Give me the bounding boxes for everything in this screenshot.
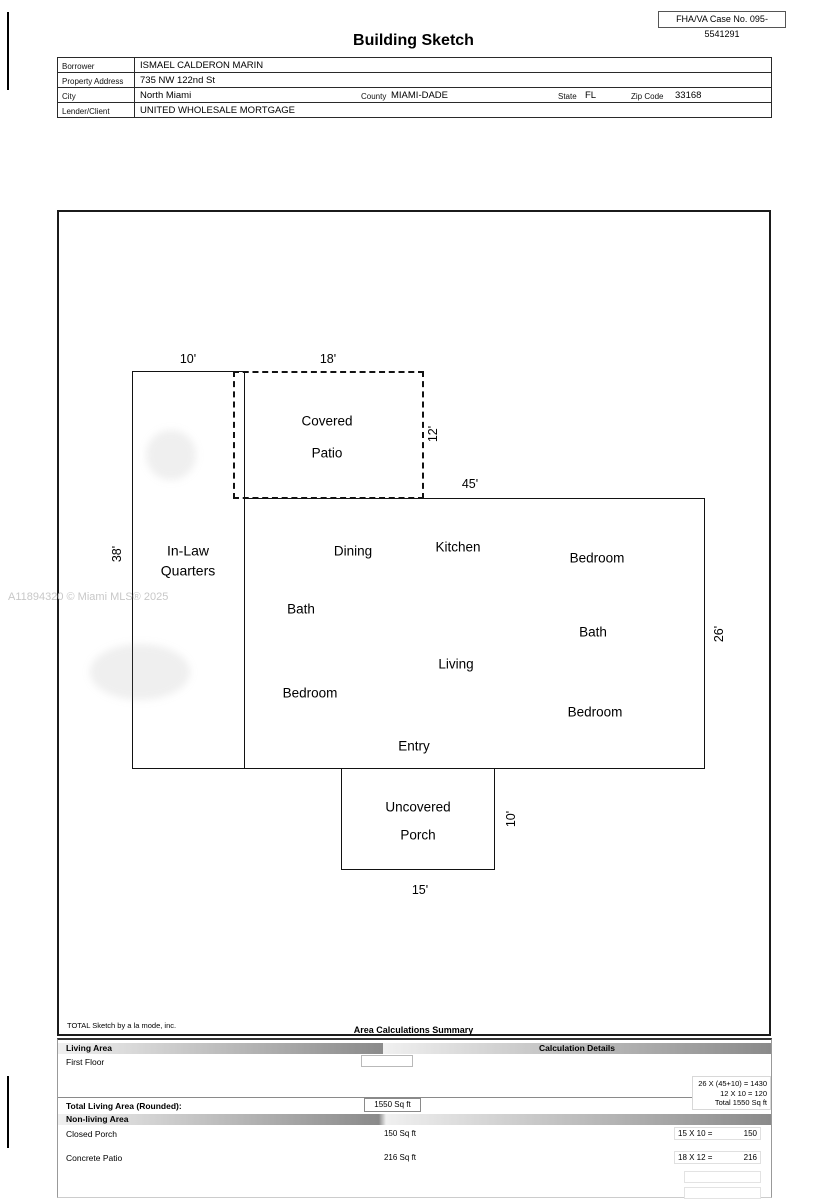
concrete-patio-area: 216 Sq ft <box>383 1153 417 1162</box>
total-living-area-label: Total Living Area (Rounded): <box>66 1101 182 1111</box>
calculation-details-header: Calculation Details <box>383 1043 771 1054</box>
zip-label: Zip Code <box>631 92 664 101</box>
patio-width-dimension: 18' <box>319 352 337 366</box>
address-label: Property Address <box>62 77 124 86</box>
room-label-kitchen: Kitchen <box>435 539 481 555</box>
concrete-patio-formula: 18 X 12 = <box>678 1153 713 1162</box>
floor-plan-sketch: 10' 38' 18' 12' 45' 26' 10' 15' In-Law Q… <box>57 210 771 1036</box>
scan-artifact-top <box>7 12 9 90</box>
empty-calc-field <box>684 1171 761 1183</box>
room-label-bath-2: Bath <box>579 624 607 640</box>
living-area-header: Living Area <box>58 1043 383 1054</box>
lender-value: UNITED WHOLESALE MORTGAGE <box>140 105 296 116</box>
uncovered-porch-label: Uncovered Porch <box>385 799 451 843</box>
total-row-divider <box>58 1097 771 1098</box>
calc-line-2: 12 X 10 = 120 <box>720 1088 767 1098</box>
main-width-dimension: 45' <box>461 477 479 491</box>
calc-line-1: 26 X (45+10) = 1430 <box>698 1079 767 1088</box>
sketch-software-credit: TOTAL Sketch by a la mode, inc. <box>67 1021 177 1030</box>
room-label-bedroom-2: Bedroom <box>282 685 338 701</box>
address-value: 735 NW 122nd St <box>140 75 215 86</box>
address-row: Property Address 735 NW 122nd St <box>58 73 771 88</box>
patio-height-dimension: 12' <box>426 425 440 443</box>
county-value: MIAMI-DADE <box>391 90 448 101</box>
room-label-living: Living <box>438 656 474 672</box>
state-label: State <box>558 92 577 101</box>
scan-artifact-bottom <box>7 1076 9 1148</box>
closed-porch-label: Closed Porch <box>66 1129 118 1139</box>
city-value: North Miami <box>140 90 192 101</box>
room-label-bedroom-1: Bedroom <box>569 550 625 566</box>
inlaw-width-dimension: 10' <box>179 352 197 366</box>
covered-patio-label: Covered Patio <box>301 413 353 461</box>
porch-width-dimension: 15' <box>411 883 429 897</box>
concrete-patio-label: Concrete Patio <box>66 1153 123 1163</box>
closed-porch-calc: 15 X 10 = 150 <box>674 1127 761 1140</box>
watermark-blob <box>146 430 196 480</box>
nonliving-area-header: Non-living Area <box>58 1114 771 1125</box>
lender-label: Lender/Client <box>62 107 110 116</box>
closed-porch-area: 150 Sq ft <box>383 1129 417 1138</box>
closed-porch-formula: 15 X 10 = <box>678 1129 713 1138</box>
first-floor-calc-details: 26 X (45+10) = 1430 12 X 10 = 120 Total … <box>692 1076 771 1110</box>
borrower-row: Borrower ISMAEL CALDERON MARIN <box>58 58 771 73</box>
state-value: FL <box>585 90 597 101</box>
lender-row: Lender/Client UNITED WHOLESALE MORTGAGE <box>58 103 771 118</box>
first-floor-label: First Floor <box>66 1057 105 1067</box>
room-label-dining: Dining <box>333 543 373 559</box>
area-calculations-summary-title: Area Calculations Summary <box>353 1025 474 1035</box>
area-calculations-table: Living Area Calculation Details First Fl… <box>57 1038 772 1199</box>
room-label-bath-1: Bath <box>287 601 315 617</box>
zip-value: 33168 <box>675 90 702 101</box>
property-info-table: Borrower ISMAEL CALDERON MARIN Property … <box>57 57 772 118</box>
room-label-bedroom-3: Bedroom <box>567 704 623 720</box>
closed-porch-result: 150 <box>743 1129 757 1138</box>
empty-calc-field <box>684 1187 761 1199</box>
mls-watermark-text: A11894320 © Miami MLS® 2025 <box>8 591 169 603</box>
main-height-dimension: 26' <box>712 625 726 643</box>
city-label: City <box>62 92 76 101</box>
watermark-blob <box>90 644 190 700</box>
first-floor-area-field <box>361 1055 413 1067</box>
borrower-value: ISMAEL CALDERON MARIN <box>140 60 264 71</box>
borrower-label: Borrower <box>62 62 95 71</box>
calc-line-3: Total 1550 Sq ft <box>714 1098 767 1107</box>
city-county-row: City North Miami County MIAMI-DADE State… <box>58 88 771 103</box>
page-title: Building Sketch <box>353 32 474 49</box>
inlaw-height-dimension: 38' <box>110 545 124 563</box>
porch-outline <box>341 768 495 870</box>
concrete-patio-result: 216 <box>743 1153 757 1162</box>
fha-case-number: FHA/VA Case No. 095-5541291 <box>658 11 786 39</box>
total-living-area-value: 1550 Sq ft <box>364 1098 421 1112</box>
room-label-entry: Entry <box>398 738 430 754</box>
concrete-patio-calc: 18 X 12 = 216 <box>674 1151 761 1164</box>
calc-table-header: Living Area Calculation Details <box>58 1043 771 1054</box>
in-law-quarters-label: In-Law Quarters <box>160 542 216 579</box>
porch-height-dimension: 10' <box>504 810 518 828</box>
county-label: County <box>361 92 387 101</box>
